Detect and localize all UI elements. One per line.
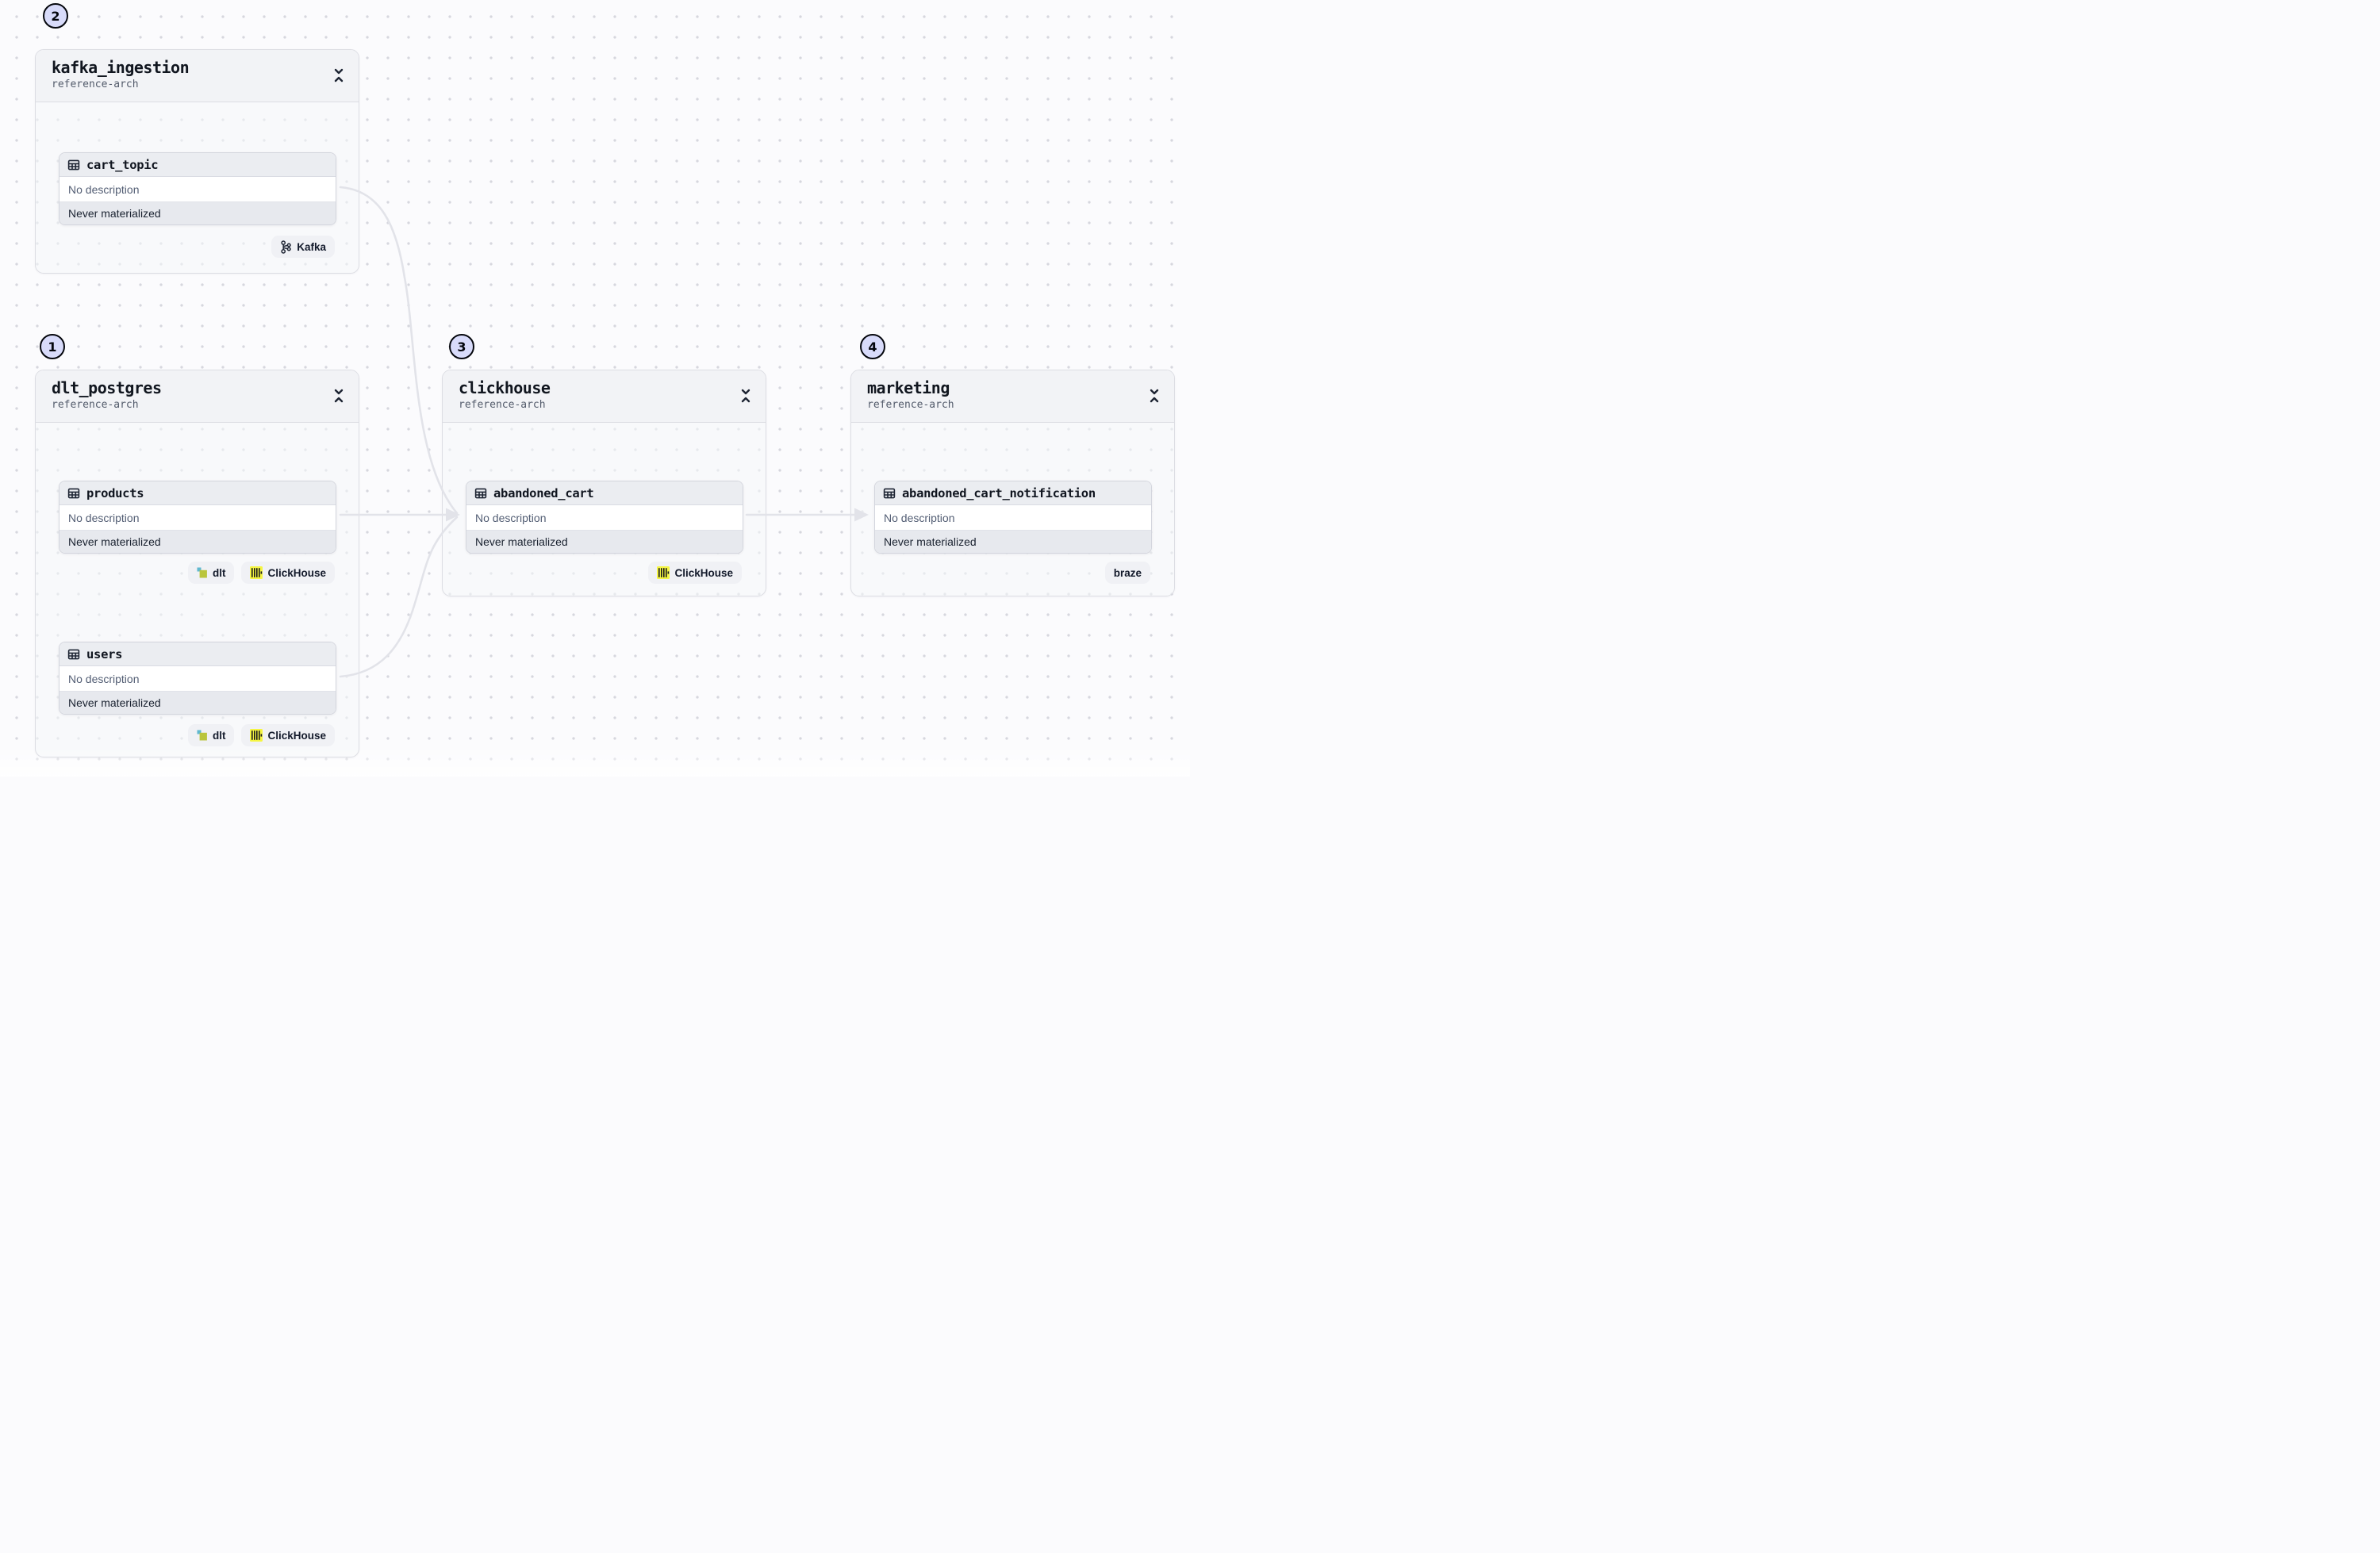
dlt-icon <box>197 730 207 740</box>
asset-description: No description <box>875 505 1151 530</box>
kind-tag-clickhouse[interactable]: ClickHouse <box>241 724 335 746</box>
table-icon <box>67 649 80 659</box>
kind-tag-clickhouse[interactable]: ClickHouse <box>648 562 742 584</box>
asset-description: No description <box>60 505 336 530</box>
kind-tag-kafka[interactable]: Kafka <box>271 236 335 258</box>
badge-row: Kafka <box>271 236 335 258</box>
group-header[interactable]: dlt_postgres reference-arch <box>36 370 359 423</box>
kafka-icon <box>281 240 291 254</box>
group-subtitle: reference-arch <box>459 399 546 411</box>
step-number: 3 <box>457 339 466 355</box>
badge-row: braze <box>1104 562 1150 584</box>
kind-tag-clickhouse[interactable]: ClickHouse <box>241 562 335 584</box>
group-marketing: marketing reference-arch abandoned_cart_… <box>850 370 1175 596</box>
group-header[interactable]: kafka_ingestion reference-arch <box>36 50 359 102</box>
collapse-vertical-icon[interactable] <box>332 386 346 407</box>
kind-tag-braze[interactable]: braze <box>1104 562 1150 584</box>
table-icon <box>883 488 896 498</box>
group-title: clickhouse <box>459 378 551 397</box>
kind-tag-label: braze <box>1113 566 1142 579</box>
group-header[interactable]: marketing reference-arch <box>851 370 1174 423</box>
asset-name: abandoned_cart_notification <box>902 485 1096 500</box>
collapse-vertical-icon[interactable] <box>1147 386 1161 407</box>
asset-cart-topic[interactable]: cart_topic No description Never material… <box>59 152 336 225</box>
step-number: 4 <box>868 339 877 355</box>
asset-users[interactable]: users No description Never materialized <box>59 642 336 715</box>
kind-tag-label: ClickHouse <box>267 729 326 742</box>
table-icon <box>67 488 80 498</box>
asset-name: abandoned_cart <box>493 485 594 500</box>
asset-description: No description <box>60 177 336 201</box>
kind-tag-label: ClickHouse <box>267 566 326 579</box>
asset-header: abandoned_cart_notification <box>875 481 1151 505</box>
collapse-vertical-icon[interactable] <box>739 386 753 407</box>
asset-status: Never materialized <box>466 530 743 553</box>
step-badge-2: 2 <box>43 3 68 29</box>
asset-header: products <box>60 481 336 505</box>
kind-tag-label: dlt <box>212 729 226 742</box>
step-badge-3: 3 <box>449 334 474 359</box>
badge-row: ClickHouse <box>648 562 742 584</box>
kind-tag-dlt[interactable]: dlt <box>187 562 235 584</box>
kind-tag-dlt[interactable]: dlt <box>187 724 235 746</box>
asset-description: No description <box>60 666 336 691</box>
kind-tag-label: dlt <box>212 566 226 579</box>
asset-abandoned-cart[interactable]: abandoned_cart No description Never mate… <box>466 481 743 554</box>
asset-products[interactable]: products No description Never materializ… <box>59 481 336 554</box>
group-subtitle: reference-arch <box>52 399 139 411</box>
asset-status: Never materialized <box>60 201 336 224</box>
asset-status: Never materialized <box>875 530 1151 553</box>
clickhouse-icon <box>250 729 263 742</box>
group-kafka-ingestion: kafka_ingestion reference-arch cart_topi… <box>35 49 359 274</box>
asset-abandoned-cart-notification[interactable]: abandoned_cart_notification No descripti… <box>874 481 1152 554</box>
step-badge-1: 1 <box>40 334 65 359</box>
asset-header: abandoned_cart <box>466 481 743 505</box>
step-badge-4: 4 <box>860 334 885 359</box>
asset-description: No description <box>466 505 743 530</box>
collapse-vertical-icon[interactable] <box>332 66 346 86</box>
group-dlt-postgres: dlt_postgres reference-arch products No … <box>35 370 359 757</box>
asset-status: Never materialized <box>60 691 336 714</box>
group-clickhouse: clickhouse reference-arch abandoned_cart… <box>442 370 766 596</box>
badge-row: dlt ClickHouse <box>187 562 335 584</box>
table-icon <box>474 488 487 498</box>
group-title: marketing <box>867 378 950 397</box>
group-title: kafka_ingestion <box>52 58 190 77</box>
group-header[interactable]: clickhouse reference-arch <box>443 370 766 423</box>
group-subtitle: reference-arch <box>52 79 139 90</box>
step-number: 2 <box>51 8 60 24</box>
dlt-icon <box>197 567 207 577</box>
table-icon <box>67 159 80 170</box>
clickhouse-icon <box>657 566 670 579</box>
lineage-canvas[interactable]: 2 1 3 4 kafka_ingestion reference-arch c… <box>0 0 1190 776</box>
asset-status: Never materialized <box>60 530 336 553</box>
badge-row: dlt ClickHouse <box>187 724 335 746</box>
step-number: 1 <box>48 339 57 355</box>
asset-name: users <box>86 646 123 661</box>
asset-name: cart_topic <box>86 157 159 172</box>
group-subtitle: reference-arch <box>867 399 954 411</box>
clickhouse-icon <box>250 566 263 579</box>
kind-tag-label: Kafka <box>297 240 326 253</box>
asset-name: products <box>86 485 144 500</box>
asset-header: users <box>60 642 336 666</box>
group-title: dlt_postgres <box>52 378 162 397</box>
asset-header: cart_topic <box>60 153 336 177</box>
kind-tag-label: ClickHouse <box>674 566 733 579</box>
